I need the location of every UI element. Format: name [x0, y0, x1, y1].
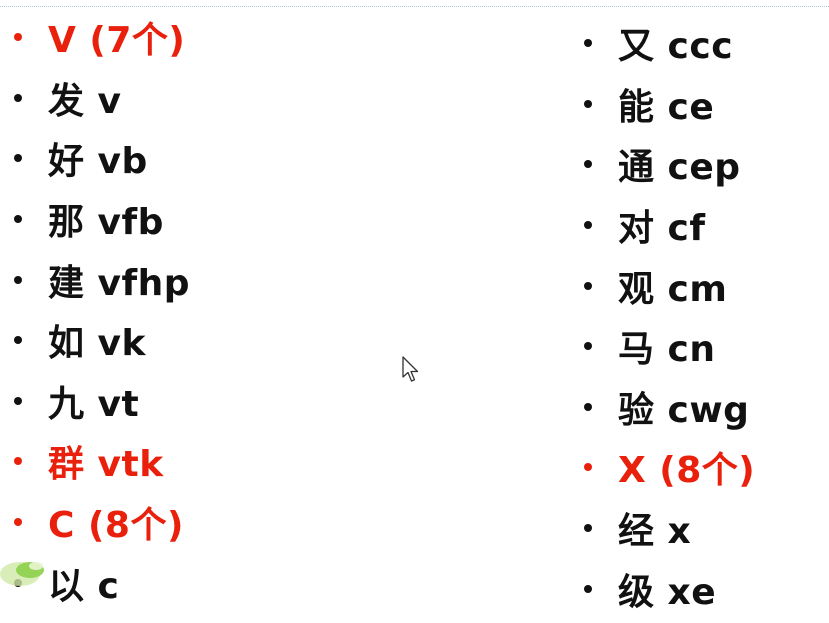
bullet-icon [14, 33, 22, 42]
list-item-text: 验 cwg [618, 389, 750, 431]
list-item-text: 马 cn [618, 329, 716, 371]
list-item: 通 cep [584, 134, 755, 195]
list-item: 验 cwg [584, 377, 755, 438]
list-item-text: 如 vk [48, 323, 146, 365]
list-item-text: C (8个) [48, 505, 184, 547]
list-item-text: 级 xe [618, 571, 717, 613]
list-item-text: 通 cep [618, 147, 741, 189]
bullet-icon [14, 215, 22, 224]
list-item-text: 九 vt [48, 383, 140, 425]
bullet-icon [584, 342, 592, 351]
list-item: C (8个) [14, 492, 190, 553]
bullet-icon [14, 154, 22, 163]
top-dotted-border [0, 6, 829, 7]
bullet-icon [584, 221, 592, 230]
bullet-icon [14, 457, 22, 466]
list-item: 发 v [14, 68, 190, 129]
bullet-icon [584, 160, 592, 169]
list-item: 好 vb [14, 128, 190, 189]
list-item: 以 c [14, 552, 190, 613]
list-item-text: 那 vfb [48, 202, 164, 244]
list-item-text: 观 cm [618, 268, 728, 310]
list-item-text: 建 vfhp [48, 262, 191, 304]
list-item: 又 ccc [584, 13, 755, 74]
list-item: 群 vtk [14, 431, 190, 492]
list-item-text: 又 ccc [618, 26, 734, 68]
list-item: 观 cm [584, 255, 755, 316]
list-item: 经 x [584, 498, 755, 559]
bullet-icon [584, 281, 592, 290]
left-list: V (7个) 发 v 好 vb 那 vfb 建 vfhp 如 vk 九 vt 群… [14, 7, 190, 613]
list-item-text: 群 vtk [48, 444, 164, 486]
bullet-icon [584, 584, 592, 593]
list-item: 能 ce [584, 74, 755, 135]
mouse-pointer-icon [402, 356, 419, 382]
list-item: 那 vfb [14, 189, 190, 250]
bullet-icon [584, 402, 592, 411]
list-item-text: 经 x [618, 511, 692, 553]
list-item-text: X (8个) [618, 450, 756, 492]
list-item-text: 好 vb [48, 141, 148, 183]
list-item-text: 发 v [48, 80, 122, 122]
bullet-icon [584, 463, 592, 472]
list-item: X (8个) [584, 437, 755, 498]
bullet-icon [14, 275, 22, 284]
bullet-icon [14, 336, 22, 345]
right-list: 又 ccc 能 ce 通 cep 对 cf 观 cm 马 cn 验 cwg X … [584, 13, 755, 619]
list-item-text: V (7个) [48, 20, 186, 62]
bullet-icon [14, 396, 22, 405]
list-item-text: 以 c [48, 565, 120, 607]
list-item: 建 vfhp [14, 249, 190, 310]
list-item-text: 能 ce [618, 86, 715, 128]
bullet-icon [584, 524, 592, 533]
list-item: 马 cn [584, 316, 755, 377]
bullet-icon [584, 39, 592, 48]
list-item: 对 cf [584, 195, 755, 256]
green-leaf-decoration [0, 562, 44, 586]
list-item: 级 xe [584, 558, 755, 619]
list-item: 如 vk [14, 310, 190, 371]
bullet-icon [14, 93, 22, 102]
list-item: V (7个) [14, 7, 190, 68]
bullet-icon [584, 99, 592, 108]
bullet-icon [14, 518, 22, 527]
list-item: 九 vt [14, 371, 190, 432]
list-item-text: 对 cf [618, 208, 706, 250]
